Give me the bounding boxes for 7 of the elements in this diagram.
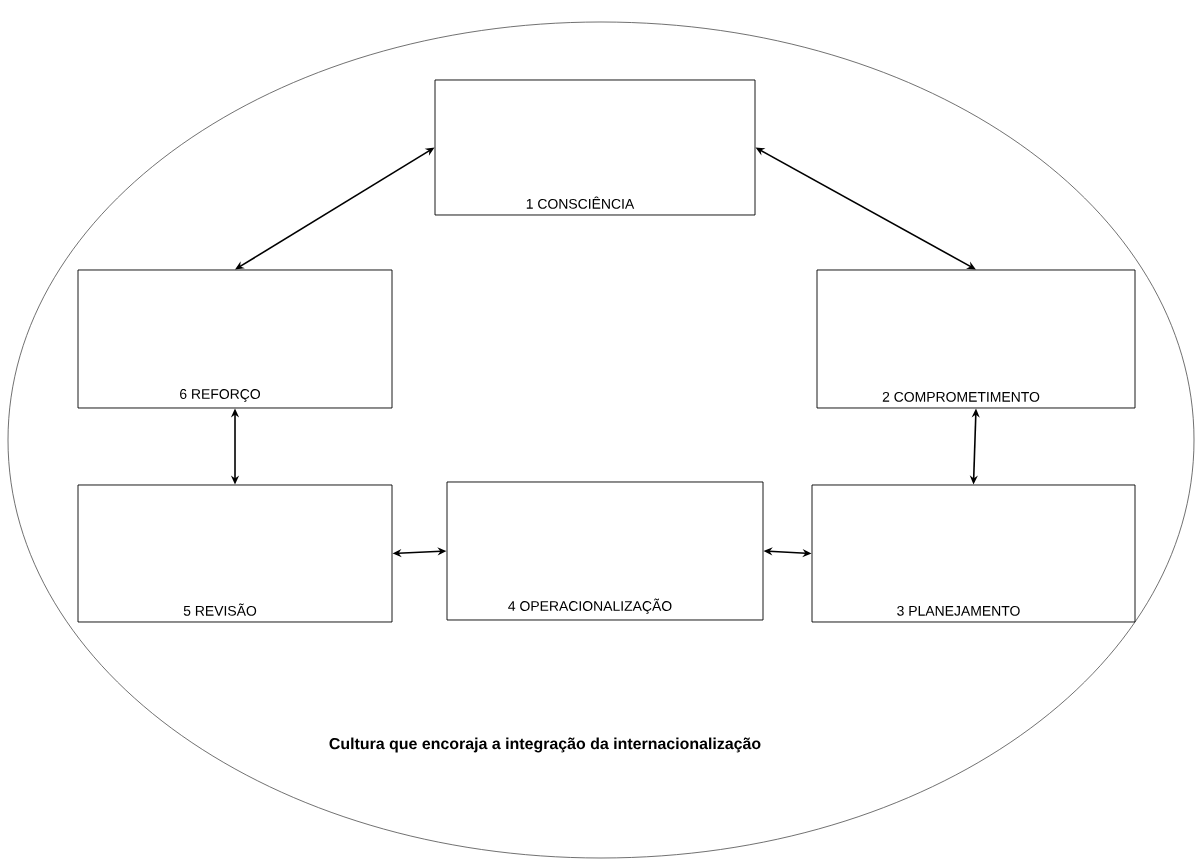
process-box: 2 COMPROMETIMENTO <box>816 269 1136 409</box>
process-box: 1 CONSCIÊNCIA <box>434 79 756 216</box>
process-box: 6 REFORÇO <box>77 269 393 409</box>
caption-text: Cultura que encoraja a integração da internacionalização <box>329 737 761 753</box>
process-box: 5 REVISÃO <box>77 484 393 623</box>
process-box: 4 OPERACIONALIZAÇÃO <box>446 481 764 621</box>
process-box: 3 PLANEJAMENTO <box>811 484 1136 623</box>
